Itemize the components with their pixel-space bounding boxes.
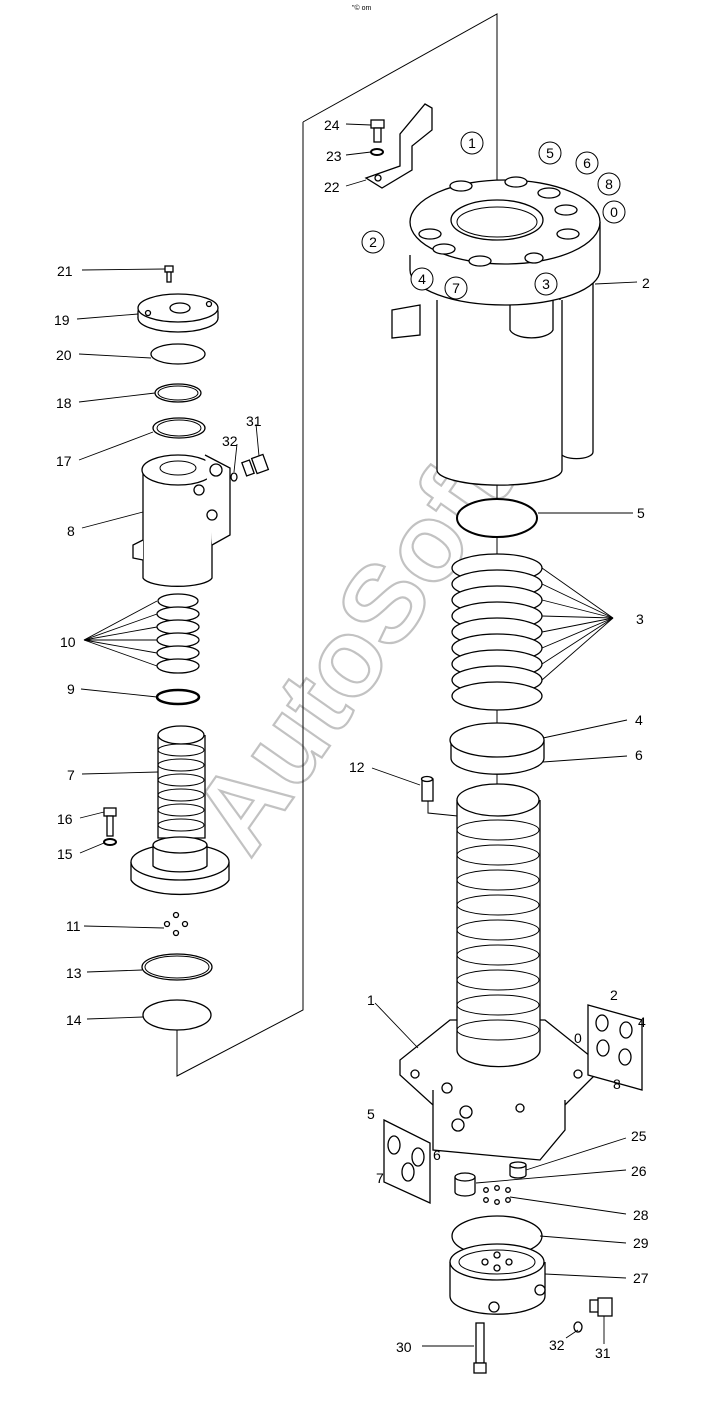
part-27-end-cover	[449, 1243, 546, 1315]
port-label: 5	[546, 145, 554, 161]
callout-6: 6	[635, 747, 643, 763]
port-label: 3	[542, 276, 550, 292]
part-21-screw	[164, 265, 174, 283]
part-18-ring	[154, 383, 202, 403]
port-label: 6	[583, 155, 591, 171]
callout-27: 27	[633, 1270, 649, 1286]
callout-12: 12	[349, 759, 365, 775]
callout-4: 4	[635, 712, 643, 728]
callout-18: 18	[56, 395, 72, 411]
port-plate-left	[383, 1118, 431, 1205]
callout-5: 5	[637, 505, 645, 521]
callout-30: 30	[396, 1339, 412, 1355]
part-28-small-seals	[483, 1185, 511, 1205]
part-13-ring	[141, 953, 213, 981]
plate-left-label: 7	[376, 1170, 384, 1186]
callout-2: 2	[642, 275, 650, 291]
callout-7: 7	[67, 767, 75, 783]
port-plate-right	[587, 1004, 643, 1091]
callout-25: 25	[631, 1128, 647, 1144]
port-label: 8	[605, 176, 613, 192]
callout-labels: 21 19 20 18 17 8 10 9 7 16 15 11 13 14 3…	[54, 117, 650, 1361]
part-1-rotor	[399, 783, 596, 1161]
part-3-seal-stack	[451, 553, 543, 711]
port-label: 2	[369, 234, 377, 250]
part-32-seal-right	[573, 1321, 583, 1333]
part-25-plug	[509, 1161, 527, 1179]
top-port-callouts: 1 5 6 8 0 2 4 7 3	[361, 131, 626, 300]
callout-14: 14	[66, 1012, 82, 1028]
callout-32-right: 32	[549, 1337, 565, 1353]
callout-26: 26	[631, 1163, 647, 1179]
part-5-o-ring	[456, 498, 538, 538]
part-22-bracket	[364, 103, 433, 189]
callout-31-left: 31	[246, 413, 262, 429]
callout-17: 17	[56, 453, 72, 469]
part-30-bolt	[473, 1322, 487, 1374]
part-9-ring	[155, 688, 201, 706]
callout-20: 20	[56, 347, 72, 363]
callout-10: 10	[60, 634, 76, 650]
part-14-o-ring	[142, 999, 212, 1031]
part-4-6-band	[449, 722, 545, 775]
plate-right-label: 4	[638, 1014, 646, 1030]
callout-22: 22	[324, 179, 340, 195]
part-24-bolt	[370, 119, 385, 143]
port-label: 7	[452, 280, 460, 296]
header-mark: "© om	[352, 4, 371, 12]
port-label: 4	[418, 271, 426, 287]
callout-31-right: 31	[595, 1345, 611, 1361]
plate-left-label: 5	[367, 1106, 375, 1122]
callout-11: 11	[66, 918, 81, 934]
part-12-pin	[420, 775, 434, 802]
plate-left-label: 6	[433, 1147, 441, 1163]
callout-3: 3	[636, 611, 644, 627]
part-20-o-ring	[150, 343, 206, 365]
part-26-plug	[454, 1172, 476, 1197]
port-label: 0	[610, 204, 618, 220]
callout-13: 13	[66, 965, 82, 981]
callout-9: 9	[67, 681, 75, 697]
part-31-plug-right	[589, 1297, 613, 1317]
callout-21: 21	[57, 263, 73, 279]
part-31-plug-left	[241, 453, 270, 477]
part-19-cover	[137, 293, 219, 333]
callout-28: 28	[633, 1207, 649, 1223]
callout-15: 15	[57, 846, 73, 862]
part-10-seal-stack	[156, 593, 200, 674]
plate-right-label: 8	[613, 1076, 621, 1092]
part-32-seal-left	[230, 472, 238, 482]
callout-23: 23	[326, 148, 342, 164]
assembly-frame-lower	[176, 122, 304, 1077]
plate-right-label: 0	[574, 1030, 582, 1046]
part-23-washer	[370, 148, 384, 156]
part-15-washer	[103, 838, 117, 846]
callout-32-left: 32	[222, 433, 238, 449]
plate-right-label: 2	[610, 987, 618, 1003]
part-11-small-seals	[163, 911, 189, 937]
part-7-shaft	[130, 725, 230, 896]
callout-1: 1	[367, 992, 375, 1008]
callout-16: 16	[57, 811, 73, 827]
callout-8: 8	[67, 523, 75, 539]
port-label: 1	[468, 135, 476, 151]
callout-19: 19	[54, 312, 70, 328]
leader-lines	[76, 123, 638, 1347]
callout-24: 24	[324, 117, 340, 133]
part-16-bolt	[103, 807, 117, 837]
part-17-ring	[152, 417, 206, 439]
part-8-housing	[132, 454, 231, 587]
callout-29: 29	[633, 1235, 649, 1251]
